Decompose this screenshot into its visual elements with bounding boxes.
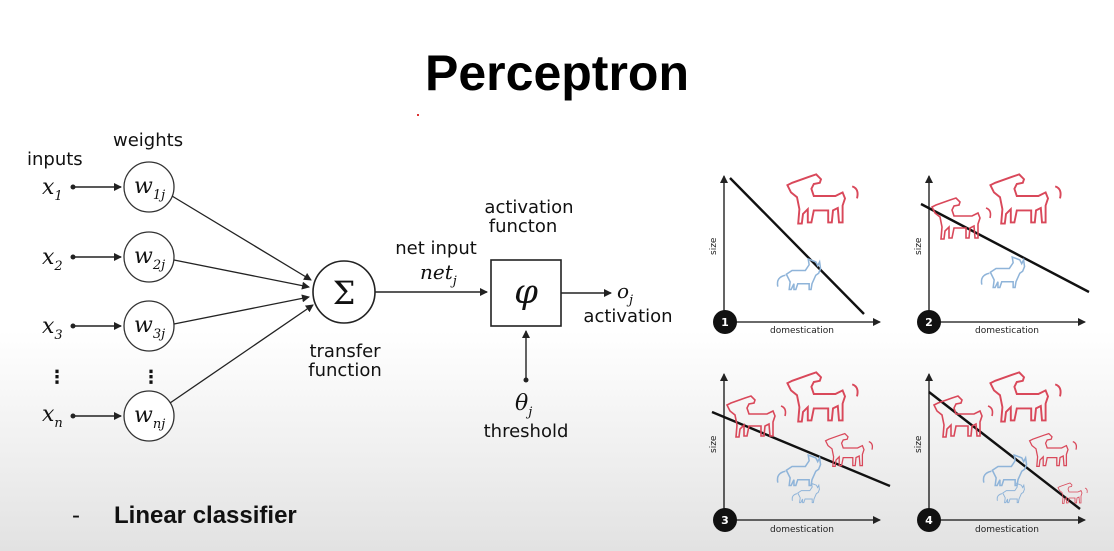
input-row-3: x3 w3j xyxy=(42,300,175,352)
input-x1: x1 xyxy=(42,175,63,204)
net-input-label: net input xyxy=(395,238,477,259)
decision-boundary-2 xyxy=(920,202,1090,294)
panel-number-4: 4 xyxy=(925,514,933,527)
output-activation-label: activation xyxy=(583,306,672,327)
weight-node-3 xyxy=(123,300,175,352)
perceptron-diagram: inputs weights x1 w1j x2 w2j x3 w3j ⋮ xyxy=(27,130,673,442)
transfer-label-2: function xyxy=(308,360,382,381)
classifier-panel-4: size domestication 4 xyxy=(914,371,1088,535)
y-axis-label-4: size xyxy=(914,435,924,453)
transfer-label-1: transfer xyxy=(309,341,381,362)
cat-icon xyxy=(980,256,1026,289)
classifier-panel-2: size domestication 2 xyxy=(914,173,1090,336)
y-axis-label-3: size xyxy=(709,435,719,453)
weight-node-1 xyxy=(123,161,175,213)
x-axis-label-1: domestication xyxy=(770,326,834,336)
weight-node-2 xyxy=(123,231,175,283)
classifier-panel-3: size domestication 3 xyxy=(709,371,891,535)
x-axis-label-4: domestication xyxy=(975,525,1039,535)
x-axis-label-3: domestication xyxy=(770,525,834,535)
panel-number-2: 2 xyxy=(925,316,933,329)
cat-icon xyxy=(776,454,822,487)
activation-function-label-2: functon xyxy=(489,216,558,237)
dog-icon xyxy=(1057,482,1088,504)
decision-boundary-4 xyxy=(928,391,1081,510)
inputs-label: inputs xyxy=(27,149,83,170)
panel-number-1: 1 xyxy=(721,316,729,329)
input-row-1: x1 w1j xyxy=(42,161,175,213)
panel-badge-3 xyxy=(713,508,737,532)
theta-symbol: θj xyxy=(515,391,532,420)
classifier-panel-1: size domestication 1 xyxy=(709,173,881,336)
bullet-text: Linear classifier xyxy=(114,502,297,529)
weight-w3j: w3j xyxy=(134,313,165,342)
bullet-point: - Linear classifier xyxy=(72,502,297,530)
panel-badge-4 xyxy=(917,508,941,532)
decision-boundary-1 xyxy=(729,177,865,315)
cat-icon xyxy=(982,454,1028,487)
input-x2: x2 xyxy=(42,245,63,274)
panel-badge-1 xyxy=(713,310,737,334)
input-ellipsis: ⋮ xyxy=(48,367,66,388)
input-xn: xn xyxy=(42,402,63,431)
cat-icon xyxy=(791,482,820,504)
dog-icon xyxy=(786,371,859,423)
slide-title: Perceptron xyxy=(425,45,689,101)
input-x3: x3 xyxy=(42,314,63,343)
input-row-2: x2 w2j xyxy=(42,231,175,283)
weight-wnj: wnj xyxy=(134,403,165,432)
phi-symbol: φ xyxy=(514,272,538,312)
weight-w2j: w2j xyxy=(134,244,165,273)
x-axis-label-2: domestication xyxy=(975,326,1039,336)
weight-node-n xyxy=(123,390,175,442)
weight-w1j: w1j xyxy=(134,174,165,203)
weights-label: weights xyxy=(113,130,183,151)
decision-boundary-3 xyxy=(711,410,891,488)
dog-icon xyxy=(786,173,859,225)
stray-dot xyxy=(417,114,419,116)
y-axis-label-2: size xyxy=(914,237,924,255)
dog-icon xyxy=(824,432,874,468)
dog-icon xyxy=(989,173,1062,225)
dog-icon xyxy=(989,371,1062,423)
dog-icon xyxy=(1028,432,1078,468)
cat-icon xyxy=(996,482,1025,504)
sum-symbol: Σ xyxy=(333,274,356,312)
threshold-label: threshold xyxy=(484,421,569,442)
net-symbol: netj xyxy=(420,260,457,289)
activation-box xyxy=(490,259,562,327)
bullet-dash: - xyxy=(72,502,80,529)
dog-icon xyxy=(931,197,992,240)
weight-ellipsis: ⋮ xyxy=(142,367,160,388)
panel-badge-2 xyxy=(917,310,941,334)
input-row-n: xn wnj xyxy=(42,390,175,442)
panel-number-3: 3 xyxy=(721,514,729,527)
activation-function-label-1: activation xyxy=(484,197,573,218)
output-symbol: oj xyxy=(617,279,633,308)
y-axis-label-1: size xyxy=(709,237,719,255)
